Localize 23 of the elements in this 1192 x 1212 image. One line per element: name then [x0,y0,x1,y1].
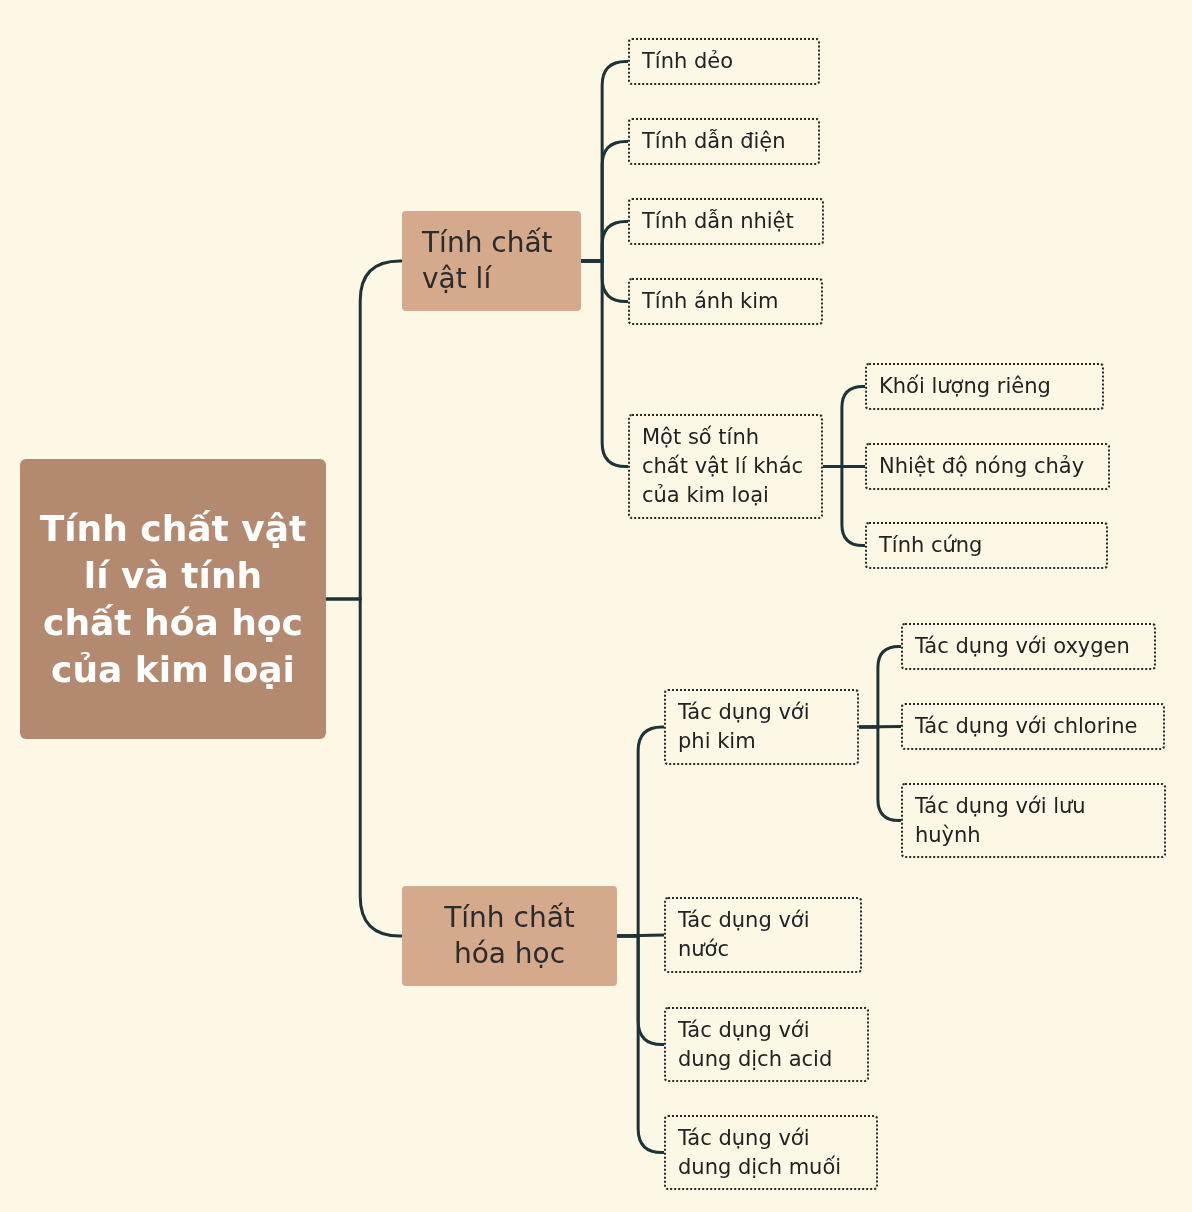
subtopic-box: Tác dụng với lưu huỳnh [901,783,1166,858]
subtopic-box: Tính ánh kim [628,278,823,325]
topic-box: Tính chất vật lí [402,211,581,311]
subtopic-box: Nhiệt độ nóng chảy [865,443,1110,490]
connector-line [859,725,901,729]
subtopic-box: Khối lượng riêng [865,363,1104,410]
connector-line [616,933,665,938]
subtopic-box: Tính dẻo [628,38,820,85]
subtopic-box: Tính cứng [865,522,1108,569]
subtopic-box: Tác dụng với dung dịch muối [664,1115,878,1190]
subtopic-box: Một số tính chất vật lí khác của kim loại [628,414,823,519]
topic-box: Tính chất hóa học [402,886,617,986]
subtopic-box: Tính dẫn điện [628,118,820,165]
subtopic-box: Tác dụng với nước [664,897,862,973]
subtopic-box: Tác dụng với chlorine [901,703,1165,750]
subtopic-box: Tác dụng với dung dịch acid [664,1007,869,1082]
connector-line [326,597,403,938]
subtopic-box: Tính dẫn nhiệt [628,198,824,245]
connector-line [617,934,665,1154]
subtopic-box: Tác dụng với oxygen [901,623,1156,670]
root-topic-box: Tính chất vật lí và tính chất hóa học của kim loại [20,459,326,739]
subtopic-box: Tác dụng với phi kim [664,689,859,765]
connector-line [581,259,629,468]
